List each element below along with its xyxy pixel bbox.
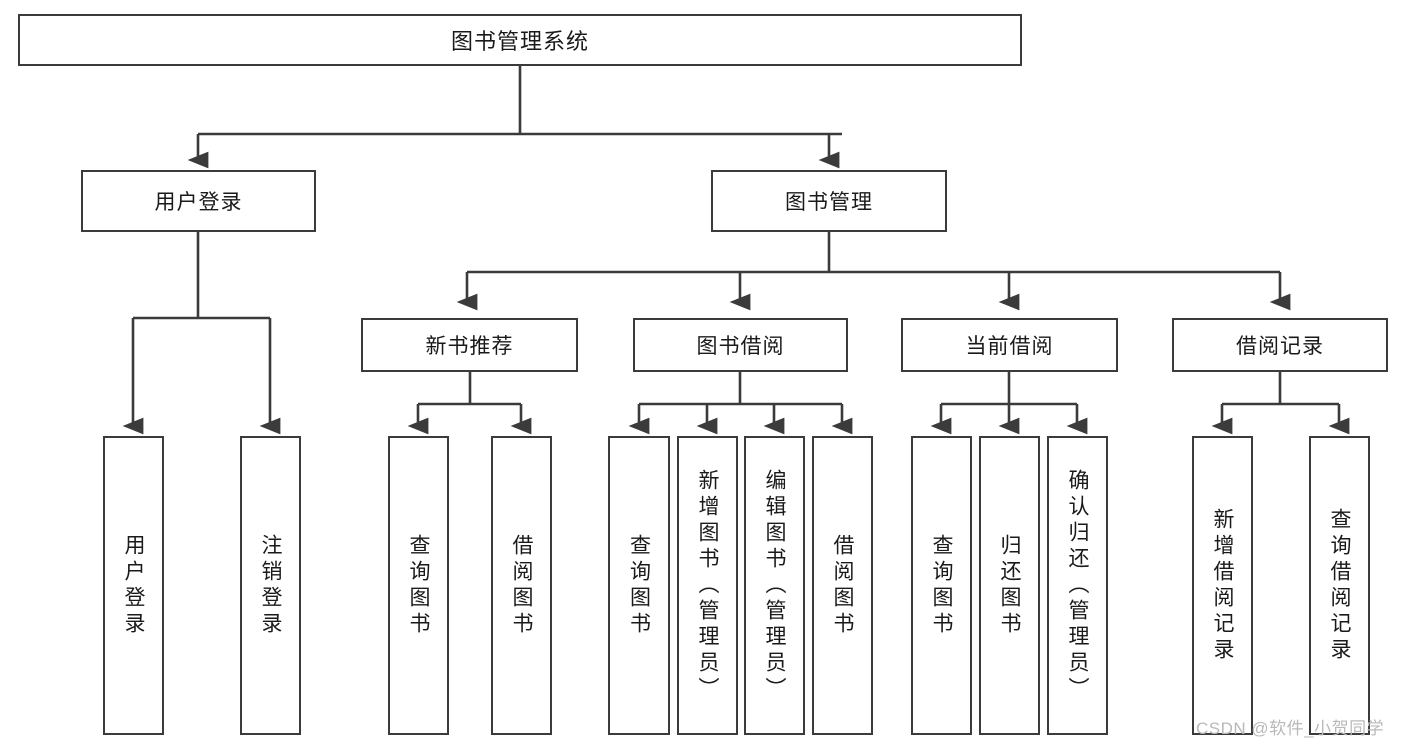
node-user-login[interactable]: 用户登录 xyxy=(81,170,316,232)
node-label: 新书推荐 xyxy=(425,335,514,358)
node-label: 确认归还（管理员） xyxy=(1066,468,1089,703)
node-label: 注销登录 xyxy=(259,533,282,638)
leaf-confirm-return-admin[interactable]: 确认归还（管理员） xyxy=(1047,436,1108,735)
node-book-borrow[interactable]: 图书借阅 xyxy=(633,318,848,372)
node-book-management[interactable]: 图书管理 xyxy=(711,170,947,232)
node-label: 借阅图书 xyxy=(510,533,533,638)
leaf-return-book[interactable]: 归还图书 xyxy=(979,436,1040,735)
node-label: 借阅记录 xyxy=(1236,335,1324,358)
node-label: 查询图书 xyxy=(930,533,953,638)
node-label: 新增图书（管理员） xyxy=(696,468,719,703)
node-current-borrow[interactable]: 当前借阅 xyxy=(901,318,1118,372)
leaf-user-login[interactable]: 用户登录 xyxy=(103,436,164,735)
node-label: 当前借阅 xyxy=(965,335,1054,358)
node-label: 用户登录 xyxy=(154,191,243,214)
node-label: 查询借阅记录 xyxy=(1328,507,1351,664)
leaf-borrow-book-recommend[interactable]: 借阅图书 xyxy=(491,436,552,735)
leaf-query-borrow-record[interactable]: 查询借阅记录 xyxy=(1309,436,1370,735)
leaf-query-book-current[interactable]: 查询图书 xyxy=(911,436,972,735)
leaf-logout-login[interactable]: 注销登录 xyxy=(240,436,301,735)
node-new-book-recommend[interactable]: 新书推荐 xyxy=(361,318,578,372)
node-label: 图书管理 xyxy=(785,191,873,214)
node-label: 归还图书 xyxy=(998,533,1021,638)
node-label: 借阅图书 xyxy=(831,533,854,638)
node-label: 查询图书 xyxy=(627,533,651,638)
leaf-query-book-recommend[interactable]: 查询图书 xyxy=(388,436,449,735)
node-label: 用户登录 xyxy=(122,533,145,638)
leaf-add-borrow-record[interactable]: 新增借阅记录 xyxy=(1192,436,1253,735)
node-label: 新增借阅记录 xyxy=(1211,507,1234,664)
node-label: 查询图书 xyxy=(407,533,430,638)
leaf-add-book-admin[interactable]: 新增图书（管理员） xyxy=(677,436,738,735)
leaf-edit-book-admin[interactable]: 编辑图书（管理员） xyxy=(744,436,805,735)
node-label: 编辑图书（管理员） xyxy=(763,468,786,703)
leaf-borrow-book[interactable]: 借阅图书 xyxy=(812,436,873,735)
leaf-query-book-borrow[interactable]: 查询图书 xyxy=(608,436,670,735)
node-label: 图书借阅 xyxy=(696,335,785,358)
node-root-system[interactable]: 图书管理系统 xyxy=(18,14,1022,66)
node-label: 图书管理系统 xyxy=(450,29,589,54)
node-borrow-record[interactable]: 借阅记录 xyxy=(1172,318,1388,372)
csdn-watermark: CSDN @软件_小贺同学 xyxy=(1196,719,1385,738)
